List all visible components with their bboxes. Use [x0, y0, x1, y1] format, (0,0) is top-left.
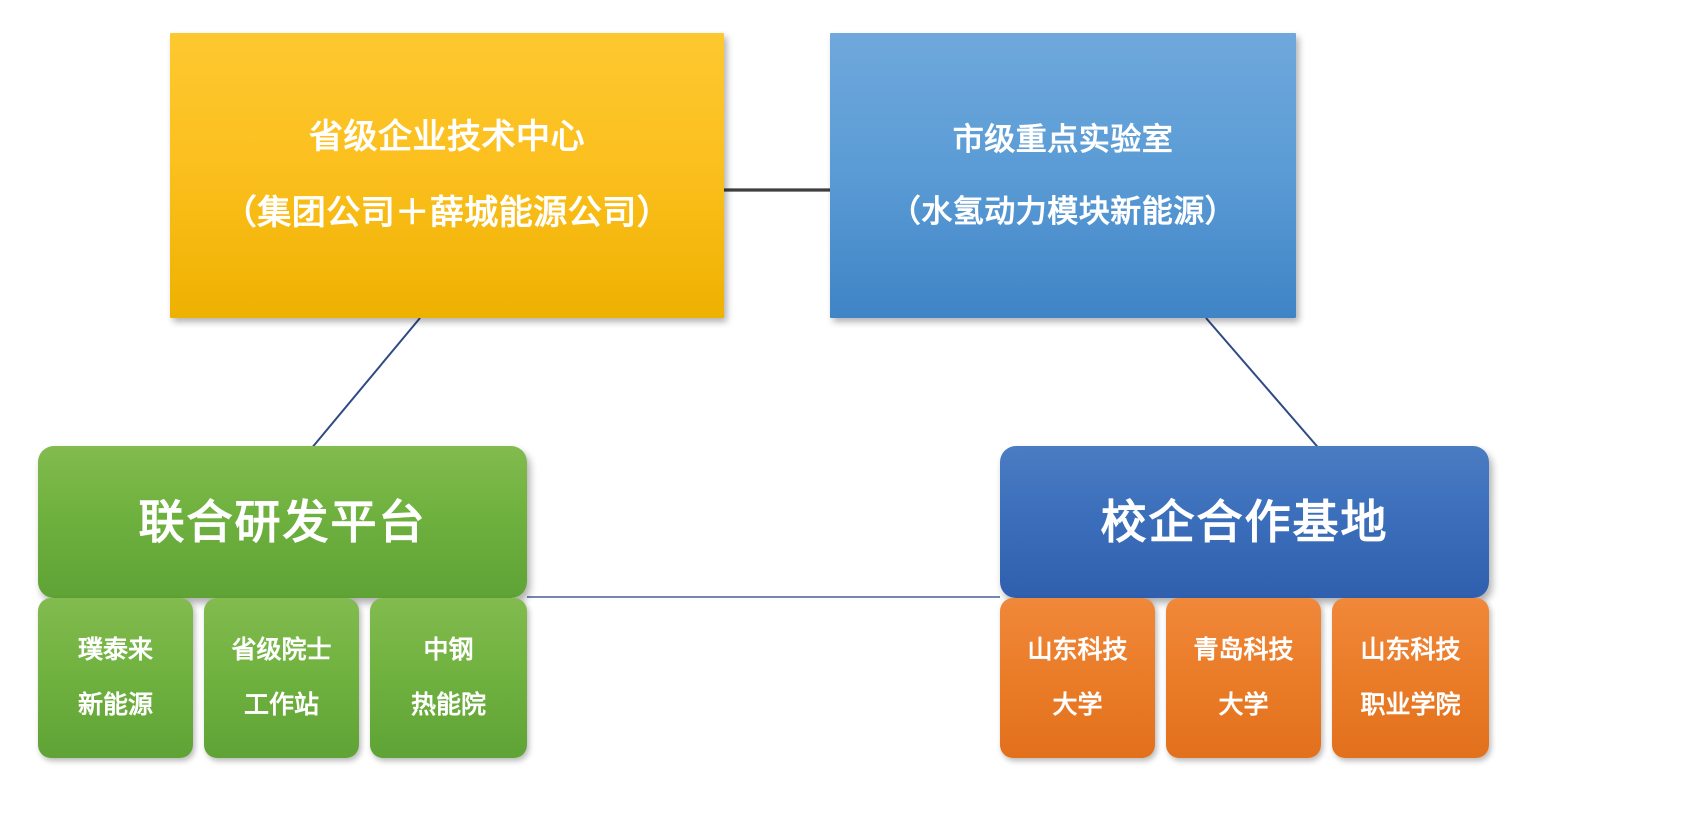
base-partner-line2: 大学: [1218, 691, 1269, 719]
platform-partner-chip[interactable]: 璞泰来 新能源: [38, 598, 193, 758]
node-municipal-key-laboratory[interactable]: 市级重点实验室 （水氢动力模块新能源）: [830, 33, 1296, 318]
provincial-center-line2: （集团公司＋薛城能源公司）: [222, 193, 672, 232]
node-joint-rd-platform[interactable]: 联合研发平台: [38, 446, 527, 598]
platform-partner-line1: 省级院士: [231, 636, 332, 665]
base-partner-line2: 大学: [1052, 691, 1103, 719]
provincial-center-line1: 省级企业技术中心: [309, 118, 585, 157]
platform-partner-line2: 新能源: [77, 691, 153, 719]
base-partner-chip[interactable]: 山东科技 职业学院: [1332, 598, 1489, 758]
node-school-enterprise-base[interactable]: 校企合作基地: [1000, 446, 1489, 598]
joint-rd-platform-label: 联合研发平台: [138, 495, 427, 548]
connector-lab-to-base: [1205, 317, 1323, 453]
base-partner-chip[interactable]: 青岛科技 大学: [1166, 598, 1321, 758]
municipal-lab-line1: 市级重点实验室: [952, 121, 1174, 157]
platform-partner-line2: 热能院: [410, 691, 486, 719]
base-partner-line1: 山东科技: [1027, 636, 1128, 665]
platform-partner-line1: 中钢: [423, 636, 474, 665]
base-partner-line2: 职业学院: [1360, 691, 1461, 719]
base-partner-chip[interactable]: 山东科技 大学: [1000, 598, 1155, 758]
platform-partner-line2: 工作站: [243, 691, 319, 719]
platform-partner-line1: 璞泰来: [77, 636, 153, 665]
node-provincial-enterprise-tech-center[interactable]: 省级企业技术中心 （集团公司＋薛城能源公司）: [170, 33, 724, 318]
base-partner-line1: 山东科技: [1360, 636, 1461, 665]
municipal-lab-line2: （水氢动力模块新能源）: [889, 193, 1237, 229]
school-enterprise-base-label: 校企合作基地: [1100, 495, 1389, 548]
platform-partner-chip[interactable]: 中钢 热能院: [370, 598, 527, 758]
platform-partner-chip[interactable]: 省级院士 工作站: [204, 598, 359, 758]
base-partner-line1: 青岛科技: [1193, 636, 1294, 665]
